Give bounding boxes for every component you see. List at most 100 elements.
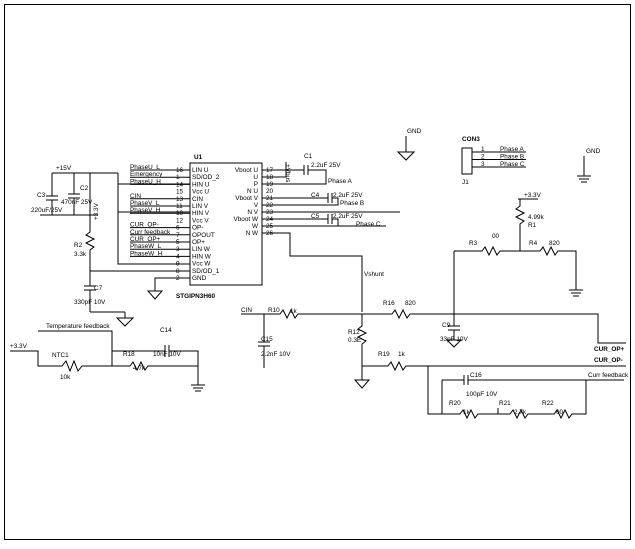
c7-value: 330pF 10V bbox=[74, 299, 106, 306]
ntc1-value: 10k bbox=[60, 374, 71, 381]
r10-value: 1k bbox=[290, 308, 298, 315]
ic-pin-name: N W bbox=[246, 230, 259, 237]
ic-pin-name: GND bbox=[192, 275, 207, 282]
phase-b-label: Phase B bbox=[340, 200, 364, 207]
cin-label: CIN bbox=[241, 307, 252, 314]
r2-value: 3.3k bbox=[74, 251, 87, 258]
ic-net-label: CIN bbox=[130, 193, 141, 200]
gnd-symbol-r12 bbox=[353, 379, 371, 389]
c5-ref: C5 bbox=[311, 213, 320, 220]
r1-value: 4.99k bbox=[528, 214, 544, 221]
ic-gnd-wire bbox=[154, 277, 190, 291]
c2-ref: C2 bbox=[80, 185, 89, 192]
cur-op-minus-label: CUR_OP- bbox=[594, 357, 623, 364]
c16-ref: C16 bbox=[470, 372, 482, 379]
curr-fb-label-right: Curr feedback bbox=[588, 372, 629, 379]
r18-ref: R18 bbox=[123, 351, 135, 358]
ntc-wire bbox=[10, 350, 112, 373]
connector-pin-label: Phase A bbox=[500, 146, 525, 153]
ic-net-label: PhaseW_H bbox=[130, 250, 163, 257]
ic-pin-name: N U bbox=[247, 188, 258, 195]
r2-symbol bbox=[84, 173, 96, 268]
temp-fb-wire bbox=[38, 330, 113, 366]
ic-pin-name: V bbox=[254, 202, 259, 209]
ic-pin-name: N V bbox=[247, 209, 258, 216]
ic-pin-name: P bbox=[254, 181, 258, 188]
plus3v3-label-r1: +3.3V bbox=[524, 192, 542, 199]
ic-net-label: Curr feedback bbox=[130, 229, 171, 236]
connector-pin-number: 3 bbox=[481, 161, 485, 168]
plus3v3-label-ntc: +3.3V bbox=[10, 343, 28, 350]
ic-pin-name: Vboot U bbox=[235, 167, 258, 174]
ic-pin-name: LIN U bbox=[192, 167, 209, 174]
c9-ref: C9 bbox=[442, 322, 451, 329]
r4-value: 820 bbox=[549, 240, 560, 247]
c7-ref: C7 bbox=[94, 285, 103, 292]
r4-ref: R4 bbox=[529, 240, 538, 247]
current-sense-network: +3.3V 4.99k R1 R3 00 R4 820 CIN R10 1k C… bbox=[241, 192, 629, 420]
connector-pin-number: 2 bbox=[481, 154, 485, 161]
r12-ref: R12 bbox=[348, 329, 360, 336]
ic-part: STGIPN3H60 bbox=[176, 293, 216, 300]
ic-pin-name: LIN V bbox=[192, 203, 209, 210]
ic-pin-name: CIN bbox=[192, 196, 203, 203]
ic-ref: U1 bbox=[194, 154, 203, 161]
ic-net-label: PhaseV_L bbox=[130, 200, 160, 207]
ic-net-label: CUR_OP- bbox=[130, 222, 159, 229]
temperature-network: Temperature feedback +3.3V NTC1 10k R18 … bbox=[10, 323, 205, 392]
ic-pin-name: Vcc V bbox=[192, 217, 209, 224]
cur-op-plus-label: CUR_OP+ bbox=[594, 346, 625, 353]
r20-value: 1k bbox=[463, 409, 471, 416]
c1-value: 2.2uF 25V bbox=[311, 162, 341, 169]
r20-r21-r22-chain bbox=[434, 380, 587, 420]
gnd-symbol-c9 bbox=[445, 339, 463, 348]
r19-wire bbox=[362, 360, 434, 415]
c16-value: 100pF 10V bbox=[466, 391, 498, 398]
gnd-label-2: GND bbox=[586, 148, 601, 155]
r16-ref: R16 bbox=[383, 300, 395, 307]
ic-pin-name: Vboot V bbox=[235, 195, 258, 202]
r20-ref: R20 bbox=[449, 400, 461, 407]
c4-ref: C4 bbox=[311, 192, 320, 199]
connector-pin-label: Phase B bbox=[500, 154, 524, 161]
c15-value: 2.2nF 10V bbox=[261, 351, 291, 358]
r3-ref: R3 bbox=[469, 240, 478, 247]
ic-u1: U1 STGIPN3H60 LIN U16PhaseU_LSD/OD_21Eme… bbox=[130, 154, 274, 300]
ntc1-ref: NTC1 bbox=[52, 352, 69, 359]
c15-ref: C15 bbox=[261, 336, 273, 343]
r10-ref: R10 bbox=[268, 307, 280, 314]
vshunt-wire bbox=[262, 232, 363, 312]
gnd-symbol-top bbox=[396, 151, 416, 161]
r22-value: 00 bbox=[556, 409, 564, 416]
temp-fb-label: Temperature feedback bbox=[46, 323, 110, 330]
c14-ref: C14 bbox=[160, 327, 172, 334]
connector-pin-number: 1 bbox=[481, 146, 485, 153]
vshunt-label: Vshunt bbox=[364, 271, 384, 278]
r19-value: 1k bbox=[398, 351, 406, 358]
c3-ref: C3 bbox=[37, 192, 46, 199]
c5-value: 2.2uF 25V bbox=[333, 213, 363, 220]
ic-pin-name: Vboot W bbox=[233, 216, 258, 223]
r18-wire bbox=[112, 360, 198, 372]
r16-wire bbox=[362, 308, 626, 344]
ic-net-label: PhaseU_L bbox=[130, 164, 160, 171]
supply-network: +15V C3 220uF/25V C2 470nF 25V R2 3.3k +… bbox=[31, 165, 190, 327]
ic-pin-name: HIN W bbox=[192, 253, 212, 260]
c9-value: 33pF 10V bbox=[440, 336, 468, 343]
plus3v3-vert-label: +3.3V bbox=[93, 202, 100, 220]
ic-net-label: PhaseW_L bbox=[130, 243, 162, 250]
connector-ref: CON3 bbox=[462, 136, 480, 143]
ic-pin-name: HIN V bbox=[192, 210, 210, 217]
vbus-label: +Vbus bbox=[284, 164, 291, 182]
r1-ref: R1 bbox=[528, 222, 537, 229]
ic-pin-name: U bbox=[253, 174, 258, 181]
ic-net-label: CUR_OP+ bbox=[130, 236, 161, 243]
r19-ref: R19 bbox=[378, 351, 390, 358]
r1-symbol bbox=[514, 199, 526, 251]
c3-value: 220uF/25V bbox=[31, 207, 63, 214]
gnd-label-1: GND bbox=[407, 128, 422, 135]
c1-ref: C1 bbox=[304, 153, 313, 160]
